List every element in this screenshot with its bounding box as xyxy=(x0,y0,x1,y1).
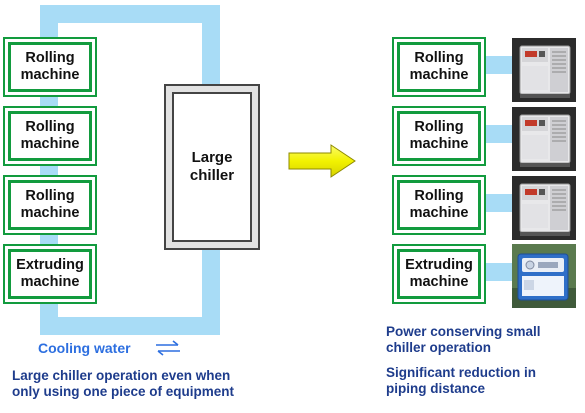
blue-chiller-photo xyxy=(512,244,576,308)
right-machine-2: Rolling machine xyxy=(392,106,486,166)
machine-label: Rolling machine xyxy=(397,180,481,230)
right-connector-1 xyxy=(486,56,512,74)
right-machine-4: Extruding machine xyxy=(392,244,486,304)
right-machine-1: Rolling machine xyxy=(392,37,486,97)
cooling-water-label: Cooling water xyxy=(38,340,131,356)
left-machine-2: Rolling machine xyxy=(3,106,97,166)
small-chiller-photo xyxy=(512,38,576,102)
machine-label: Extruding machine xyxy=(397,249,481,299)
pipe-top xyxy=(40,5,220,23)
left-machine-4: Extruding machine xyxy=(3,244,97,304)
machine-label: Rolling machine xyxy=(8,180,92,230)
left-machine-3: Rolling machine xyxy=(3,175,97,235)
pipe-bottom xyxy=(40,317,220,335)
right-machine-3: Rolling machine xyxy=(392,175,486,235)
large-chiller: Large chiller xyxy=(164,84,260,250)
machine-label: Rolling machine xyxy=(397,111,481,161)
large-chiller-label: Large chiller xyxy=(172,92,252,242)
right-caption-piping: Significant reduction in piping distance xyxy=(386,365,537,396)
pipe-right-bottom-vertical xyxy=(202,245,220,335)
bidirectional-arrows-icon xyxy=(156,340,180,356)
small-chiller-photo xyxy=(512,176,576,240)
machine-label: Rolling machine xyxy=(8,42,92,92)
machine-label: Extruding machine xyxy=(8,249,92,299)
left-caption: Large chiller operation even when only u… xyxy=(12,368,235,399)
left-machine-1: Rolling machine xyxy=(3,37,97,97)
small-chiller-photo xyxy=(512,107,576,171)
right-caption-power: Power conserving small chiller operation xyxy=(386,324,541,355)
right-connector-2 xyxy=(486,125,512,143)
right-arrow-icon xyxy=(288,144,356,178)
machine-label: Rolling machine xyxy=(397,42,481,92)
machine-label: Rolling machine xyxy=(8,111,92,161)
pipe-right-top-vertical xyxy=(202,5,220,87)
right-connector-3 xyxy=(486,194,512,212)
right-connector-4 xyxy=(486,263,512,281)
